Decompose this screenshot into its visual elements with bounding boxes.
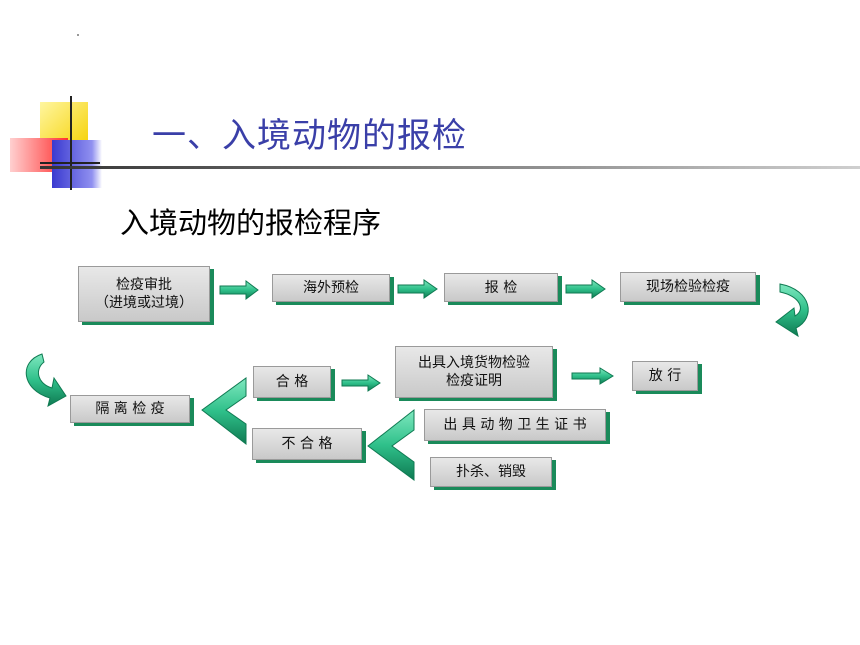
step-qualified-label: 合 格 [275,374,309,390]
step-destroy: 扑杀、销毁 [430,457,552,487]
page-title: 一、入境动物的报检 [152,116,467,156]
step-onsite: 现场检验检疫 [620,272,756,302]
step-certificate: 出具入境货物检验检疫证明 [395,346,553,398]
curve-arrow-left [25,353,67,407]
decor-blue-square [52,140,102,188]
step-unqualified-label: 不 合 格 [281,436,333,452]
decor-horizontal-line [40,162,100,164]
step-approval-line2: （进境或过境） [95,295,193,311]
step-inspection-apply-label: 报 检 [484,279,518,296]
step-quarantine-label: 隔 离 检 疫 [95,401,165,417]
step-certificate-line1: 出具入境货物检验 [418,355,530,371]
step-onsite-label: 现场检验检疫 [646,279,730,295]
decor-vertical-line [70,96,72,190]
step-qualified: 合 格 [253,366,331,398]
arrow-right-qualified [341,374,381,392]
step-certificate-line2: 检疫证明 [446,373,502,389]
arrow-right-2 [397,279,438,299]
arrow-right-3 [565,279,606,299]
step-approval-line1: 检疫审批 [116,277,172,293]
step-approval: 检疫审批 （进境或过境） [78,266,210,322]
arrow-right-1 [219,280,259,300]
branch-arrow-quarantine [201,377,247,446]
branch-arrow-unqualified [367,408,415,481]
step-release: 放 行 [632,361,698,391]
step-unqualified: 不 合 格 [252,428,362,460]
step-inspection-apply: 报 检 [444,273,558,302]
arrow-right-release [571,367,614,385]
step-destroy-label: 扑杀、销毁 [456,464,526,480]
step-overseas-label: 海外预检 [303,280,359,296]
curve-arrow-right [775,283,809,338]
step-health-cert: 出 具 动 物 卫 生 证 书 [424,409,606,441]
step-quarantine: 隔 离 检 疫 [70,395,190,423]
title-divider [40,166,860,169]
decor-dot [77,34,79,36]
step-health-cert-label: 出 具 动 物 卫 生 证 书 [443,417,587,433]
step-release-label: 放 行 [648,368,682,384]
diagram-subtitle: 入境动物的报检程序 [120,206,382,240]
step-overseas: 海外预检 [272,274,390,302]
